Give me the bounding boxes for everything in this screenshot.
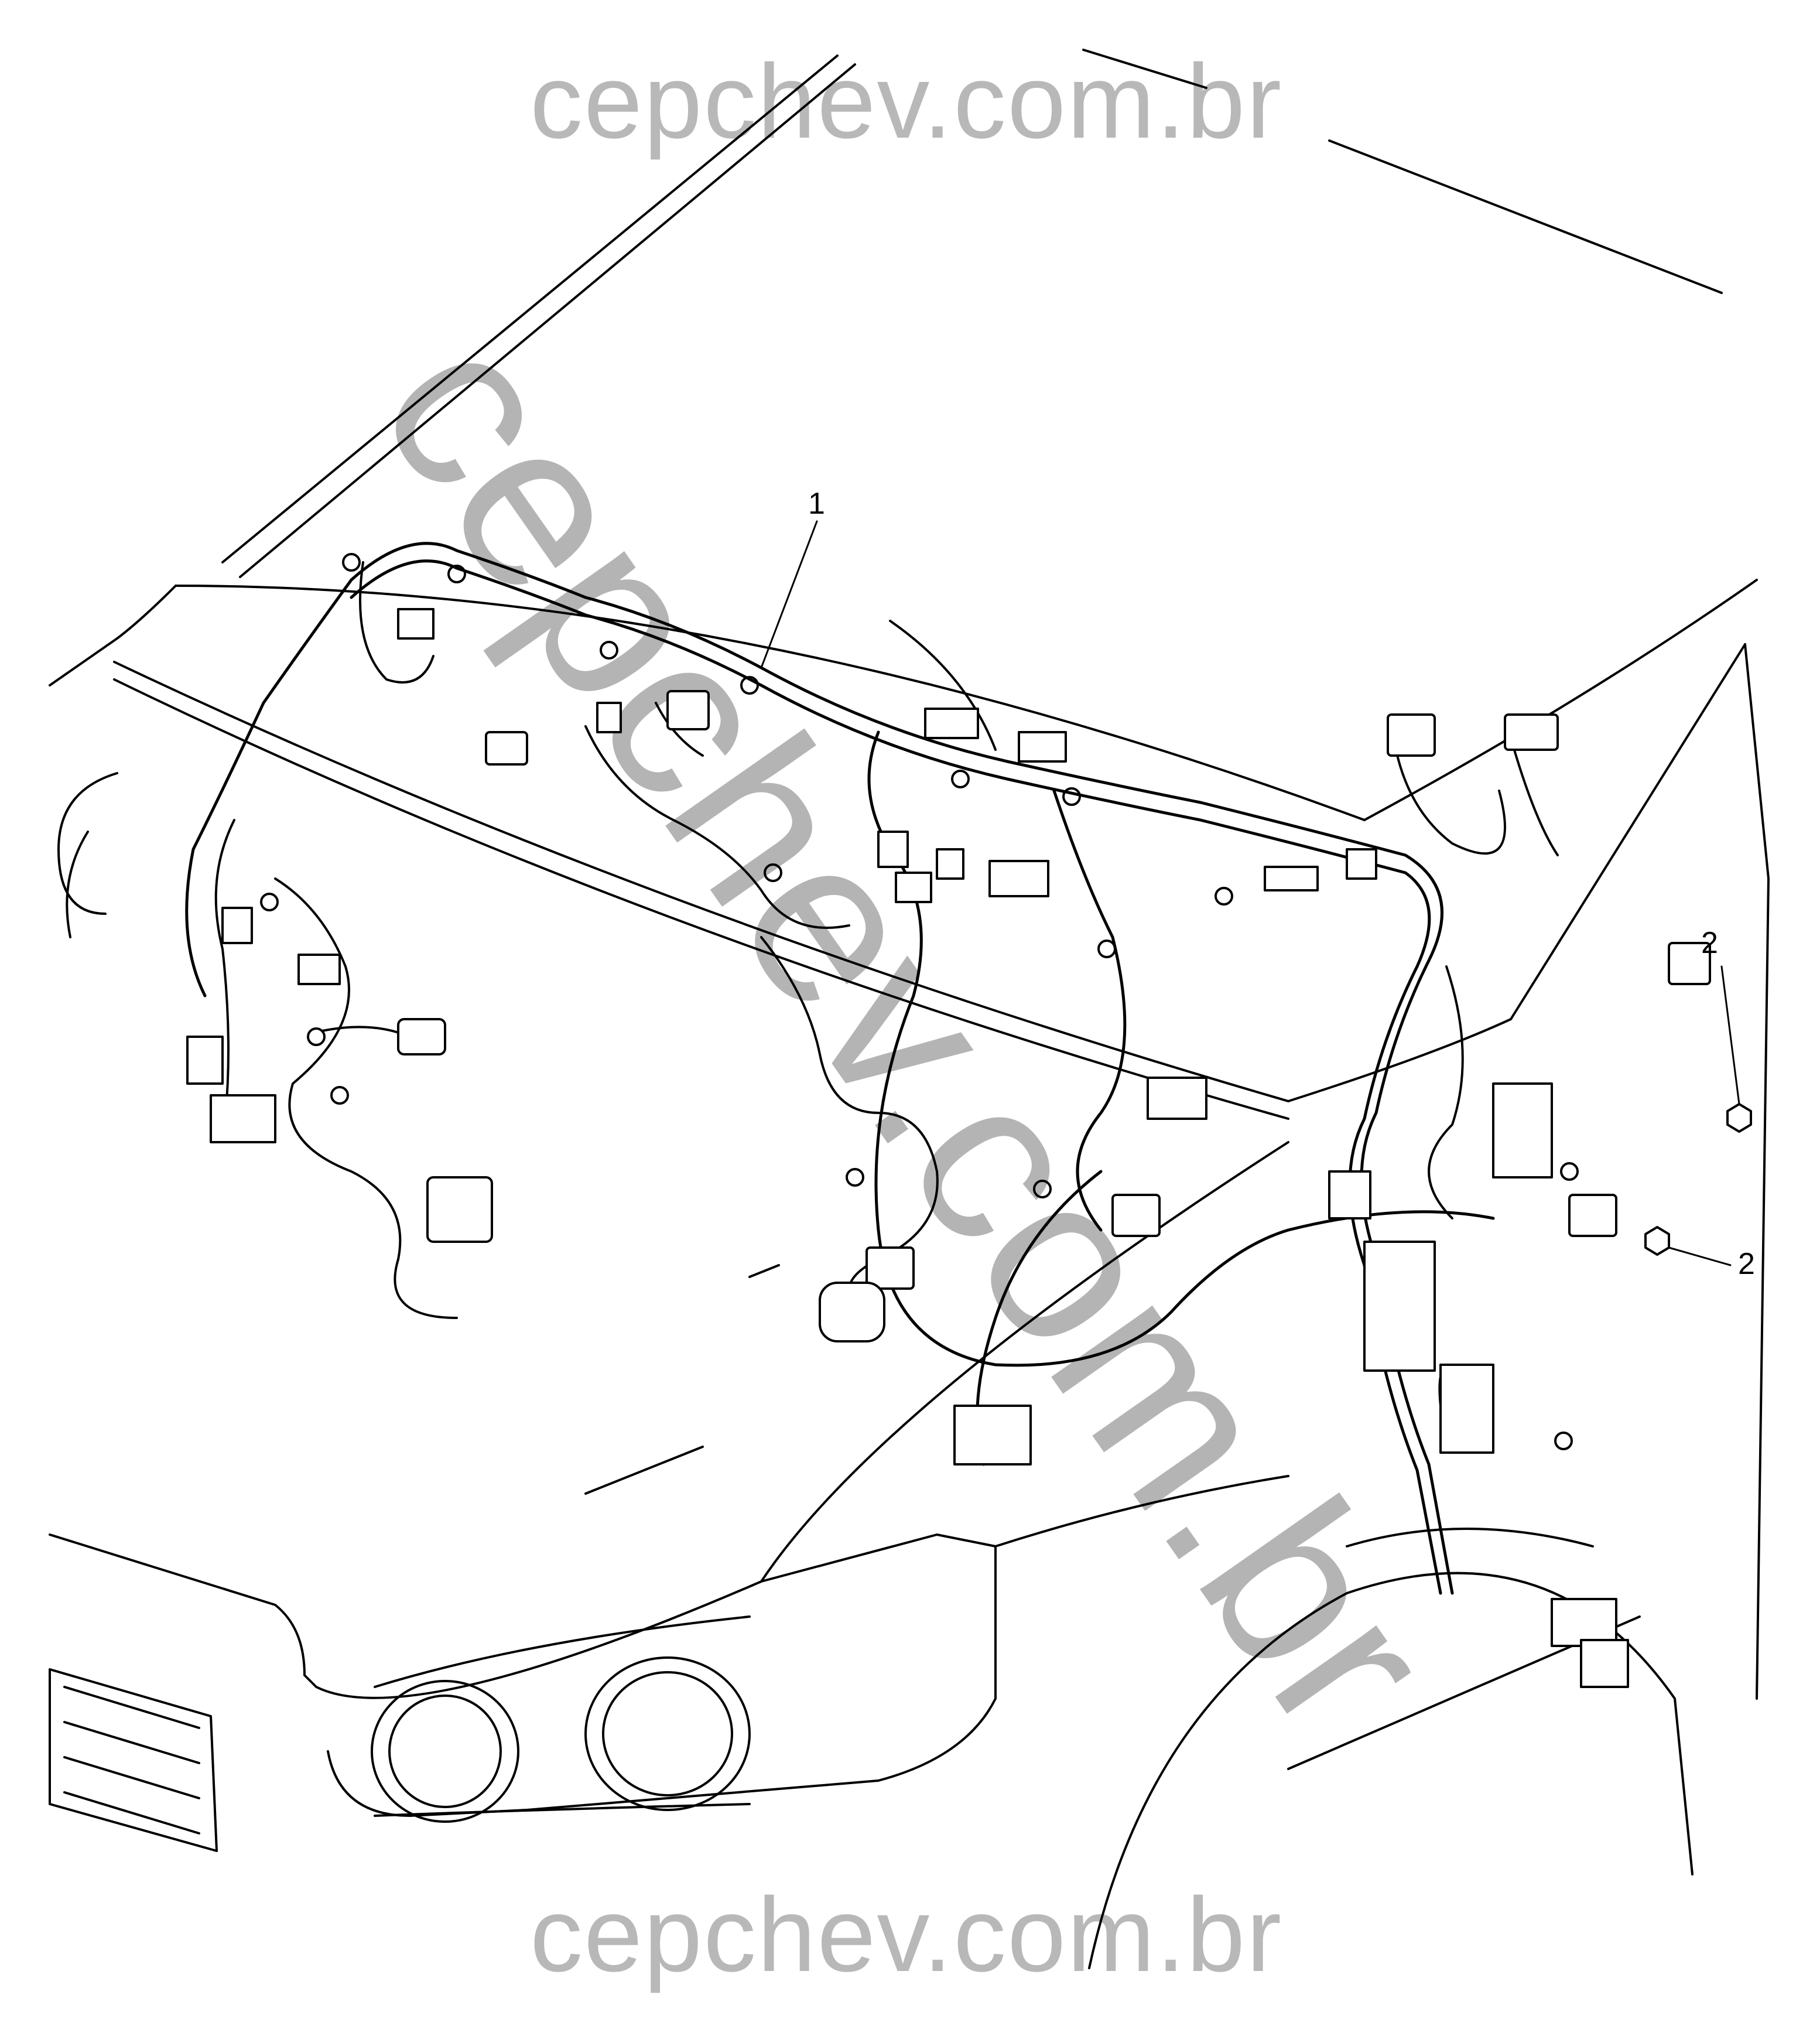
connectors (186, 608, 1711, 1688)
fastener-nuts (1644, 1103, 1752, 1256)
callout-nut-upper-number: 2 (1701, 926, 1718, 960)
front-grille (49, 1668, 218, 1852)
main-harness (185, 542, 1495, 1595)
headlamp-assembly (371, 1615, 751, 1823)
vehicle-body-outline (49, 49, 1770, 1969)
callout-harness-number: 1 (808, 487, 825, 521)
harness-clips (260, 553, 1579, 1450)
callout-leaders (760, 520, 1740, 1266)
callout-nut-lower-number: 2 (1738, 1247, 1755, 1281)
watermark-bottom: cepchev.com.br (530, 1876, 1283, 1994)
watermark-top: cepchev.com.br (530, 43, 1283, 160)
left-branch-harness (57, 561, 458, 1319)
